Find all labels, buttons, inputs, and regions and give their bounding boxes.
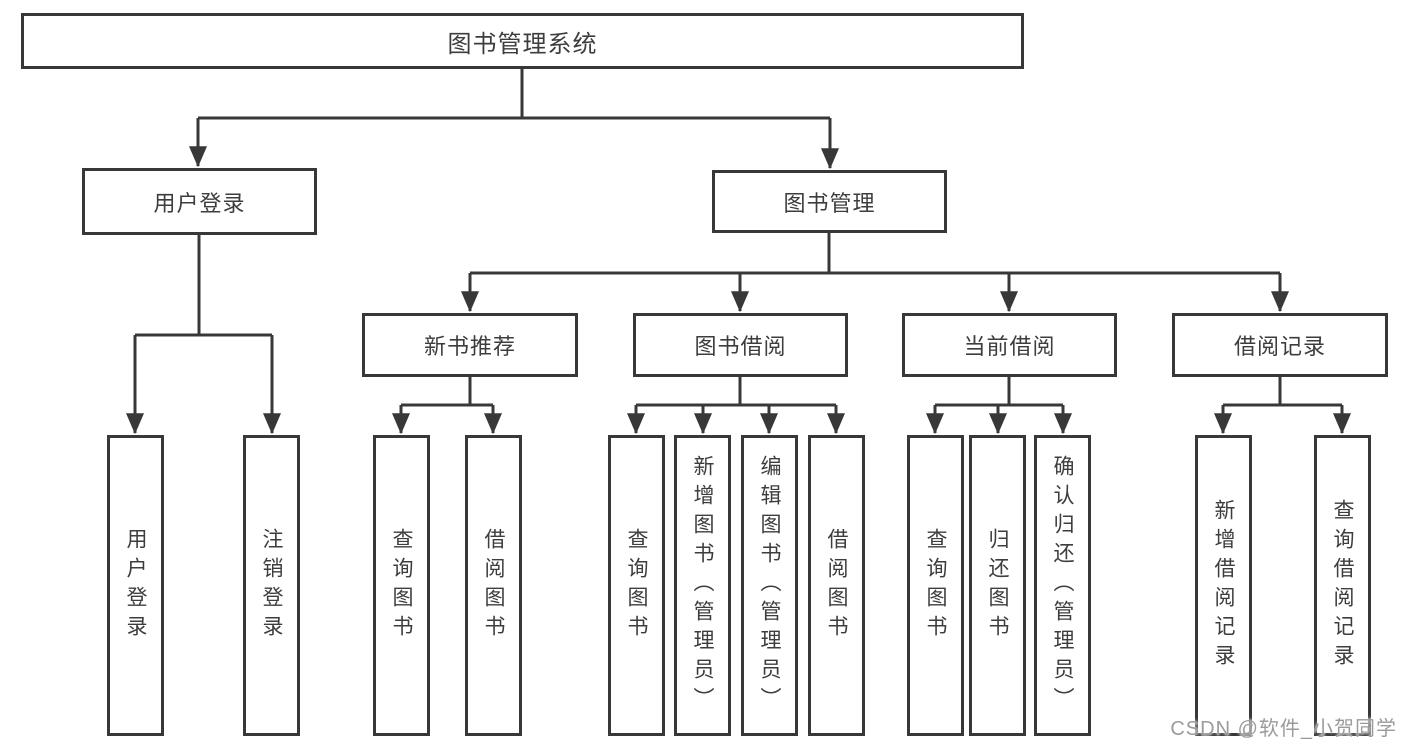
tree-arrow-edges — [126, 118, 1351, 435]
node-user-login: 用户登录 — [82, 168, 317, 235]
node-current-borrowing: 当前借阅 — [902, 313, 1117, 377]
node-book-borrowing: 图书借阅 — [633, 313, 848, 377]
leaf-label: 查询图书 — [924, 527, 947, 644]
leaf-br-query-record: 查询借阅记录 — [1314, 435, 1371, 736]
leaf-nbr-borrow-books: 借阅图书 — [465, 435, 522, 736]
leaf-cb-query-books: 查询图书 — [907, 435, 964, 736]
leaf-label: 新增借阅记录 — [1212, 498, 1235, 673]
node-label: 图书管理系统 — [447, 30, 598, 58]
node-new-book-recommend: 新书推荐 — [362, 313, 578, 377]
node-label: 图书借阅 — [694, 334, 787, 359]
leaf-bb-query-books: 查询图书 — [608, 435, 665, 736]
leaf-cb-return-books: 归还图书 — [969, 435, 1026, 736]
leaf-label: 借阅图书 — [825, 527, 848, 644]
tree-edges — [135, 67, 1342, 407]
leaf-bb-borrow-books: 借阅图书 — [808, 435, 865, 736]
leaf-user-login: 用户登录 — [107, 435, 164, 736]
leaf-logout: 注销登录 — [243, 435, 300, 736]
leaf-label: 查询图书 — [625, 527, 648, 644]
leaf-cb-confirm-return-admin: 确认归还（管理员） — [1034, 435, 1091, 736]
leaf-label: 查询借阅记录 — [1331, 498, 1354, 673]
leaf-label: 查询图书 — [390, 527, 413, 644]
leaf-bb-add-books-admin: 新增图书（管理员） — [674, 435, 731, 736]
leaf-br-add-record: 新增借阅记录 — [1195, 435, 1252, 736]
leaf-label: 借阅图书 — [482, 527, 505, 644]
node-label: 图书管理 — [783, 190, 876, 216]
leaf-label: 用户登录 — [124, 527, 147, 644]
leaf-label: 注销登录 — [260, 527, 283, 644]
leaf-bb-edit-books-admin: 编辑图书（管理员） — [741, 435, 798, 736]
leaf-label: 新增图书（管理员） — [691, 455, 714, 716]
node-label: 新书推荐 — [423, 334, 516, 359]
node-label: 用户登录 — [153, 190, 246, 216]
leaf-label: 编辑图书（管理员） — [758, 455, 781, 716]
csdn-watermark: CSDN @软件_小贺同学 — [1170, 718, 1397, 740]
node-label: 当前借阅 — [963, 334, 1056, 359]
node-book-management: 图书管理 — [712, 170, 947, 233]
node-borrowing-records: 借阅记录 — [1172, 313, 1388, 377]
leaf-nbr-query-books: 查询图书 — [373, 435, 430, 736]
leaf-label: 归还图书 — [986, 527, 1009, 644]
node-label: 借阅记录 — [1233, 334, 1326, 359]
leaf-label: 确认归还（管理员） — [1051, 455, 1074, 716]
node-library-management-system: 图书管理系统 — [21, 13, 1024, 69]
